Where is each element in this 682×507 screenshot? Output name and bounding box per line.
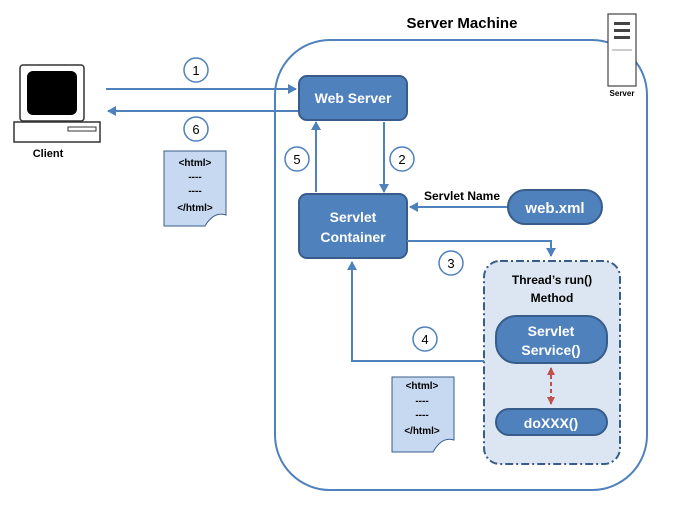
html-document-server: <html> ---- ---- </html>	[391, 376, 455, 453]
step-6-marker: 6	[183, 116, 209, 142]
step-5-label: 5	[293, 152, 300, 167]
step-1-marker: 1	[183, 57, 209, 83]
html-doc2-line-1: <html>	[406, 381, 439, 392]
servlet-container-label-line1: Servlet	[330, 209, 377, 225]
server-icon-label: Server	[610, 89, 635, 98]
arrow-step-3	[407, 240, 556, 257]
doxxx-label: doXXX()	[524, 415, 578, 431]
step-5-marker: 5	[284, 146, 310, 172]
step-4-label: 4	[421, 332, 428, 347]
thread-label-line1: Thread’s run()	[512, 273, 592, 287]
step-3-marker: 3	[438, 250, 464, 276]
server-machine-title: Server Machine	[407, 15, 518, 32]
html-document-response: <html> ---- ---- </html>	[163, 150, 227, 227]
html-doc-line-4: </html>	[177, 203, 213, 214]
web-xml-label: web.xml	[524, 200, 584, 217]
servlet-container-box: Servlet Container	[298, 193, 408, 259]
html-doc2-line-3: ----	[415, 410, 428, 421]
html-doc-line-2: ----	[188, 172, 201, 183]
doxxx-box: doXXX()	[495, 408, 608, 436]
web-xml-box: web.xml	[507, 189, 603, 225]
servlet-name-label: Servlet Name	[424, 189, 500, 203]
thread-label-line2: Method	[531, 291, 574, 305]
web-server-label: Web Server	[315, 90, 392, 106]
html-doc-line-3: ----	[188, 186, 201, 197]
servlet-service-label-line1: Servlet	[528, 323, 575, 339]
client-label: Client	[33, 148, 64, 160]
servlet-service-label-line2: Service()	[521, 342, 580, 358]
web-server-box: Web Server	[298, 75, 408, 121]
html-doc2-line-4: </html>	[404, 426, 440, 437]
servlet-container-label-line2: Container	[320, 229, 386, 245]
step-2-label: 2	[398, 152, 405, 167]
server-icon	[607, 13, 637, 87]
html-doc-line-1: <html>	[179, 158, 212, 169]
step-6-label: 6	[192, 122, 199, 137]
step-4-marker: 4	[412, 326, 438, 352]
step-3-label: 3	[447, 256, 454, 271]
step-2-marker: 2	[389, 146, 415, 172]
client-computer-icon	[13, 64, 101, 143]
servlet-service-box: Servlet Service()	[495, 315, 608, 364]
step-1-label: 1	[192, 63, 199, 78]
arrow-step-4	[347, 261, 484, 362]
html-doc2-line-2: ----	[415, 396, 428, 407]
